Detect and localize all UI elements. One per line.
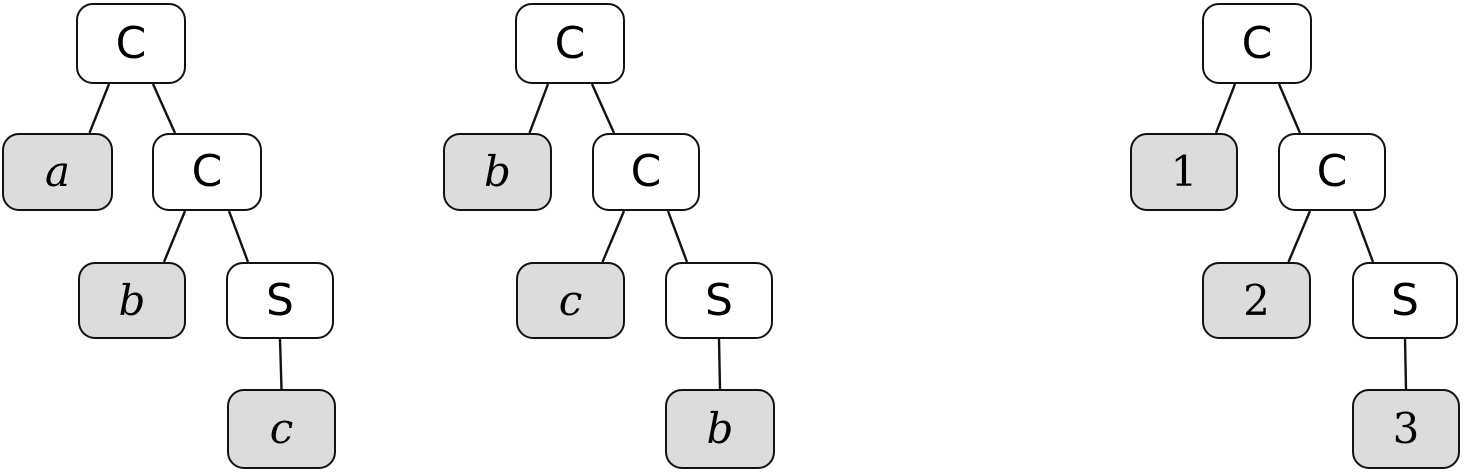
tree-node-r-1: 1 [1130,133,1238,211]
tree-node-m-s: S [665,262,773,339]
tree-edge-l-root-to-l-c2 [151,83,177,134]
tree-node-l-c2: C [152,133,262,211]
tree-node-label: S [1391,274,1419,326]
tree-edge-m-s-to-m-bleaf [717,338,722,390]
tree-node-label: b [118,275,146,325]
tree-node-label: C [630,146,662,197]
tree-edge-m-root-to-m-b [528,83,550,134]
tree-edge-l-s-to-l-cleaf [278,338,283,390]
tree-node-label: S [266,274,294,326]
tree-edge-r-root-to-r-1 [1214,83,1237,134]
tree-edge-l-root-to-l-a [88,83,111,134]
tree-edge-r-c2-to-r-s [1352,210,1375,263]
tree-node-label: b [484,147,511,196]
tree-node-label: c [558,275,583,325]
tree-node-l-cleaf: c [227,389,336,469]
tree-edge-l-c2-to-l-s [227,210,250,263]
tree-node-label: C [191,146,223,197]
tree-node-r-root: C [1202,3,1312,84]
tree-node-r-s: S [1352,262,1458,339]
tree-node-m-c: c [516,262,625,339]
tree-node-l-s: S [226,262,334,339]
tree-node-m-c2: C [592,133,700,211]
tree-node-label: c [269,404,294,453]
tree-node-m-b: b [443,133,552,211]
tree-edge-m-c2-to-m-c [601,210,626,263]
tree-edge-m-root-to-m-c2 [590,83,616,134]
tree-edge-r-s-to-r-3 [1403,338,1408,390]
tree-edge-l-c2-to-l-b [162,210,187,263]
tree-node-l-a: a [2,133,113,211]
tree-node-label: a [44,147,71,196]
tree-edge-r-root-to-r-c2 [1277,83,1302,134]
tree-node-r-c2: C [1278,133,1386,211]
tree-node-m-root: C [515,3,625,84]
tree-node-label: S [705,274,733,326]
tree-edge-r-c2-to-r-2 [1287,210,1312,263]
tree-node-label: 2 [1243,275,1270,325]
tree-node-m-bleaf: b [665,389,775,469]
tree-node-r-2: 2 [1202,262,1311,339]
tree-node-label: 3 [1392,404,1420,453]
tree-node-label: C [1316,146,1348,197]
tree-node-label: C [1241,17,1273,69]
tree-node-label: C [115,17,147,69]
tree-node-l-root: C [76,3,186,84]
tree-node-label: 1 [1170,147,1198,196]
tree-node-label: C [554,17,586,69]
tree-node-l-b: b [78,262,186,339]
tree-node-label: b [706,404,734,453]
tree-node-r-3: 3 [1352,389,1460,469]
tree-edge-m-c2-to-m-s [666,210,689,263]
